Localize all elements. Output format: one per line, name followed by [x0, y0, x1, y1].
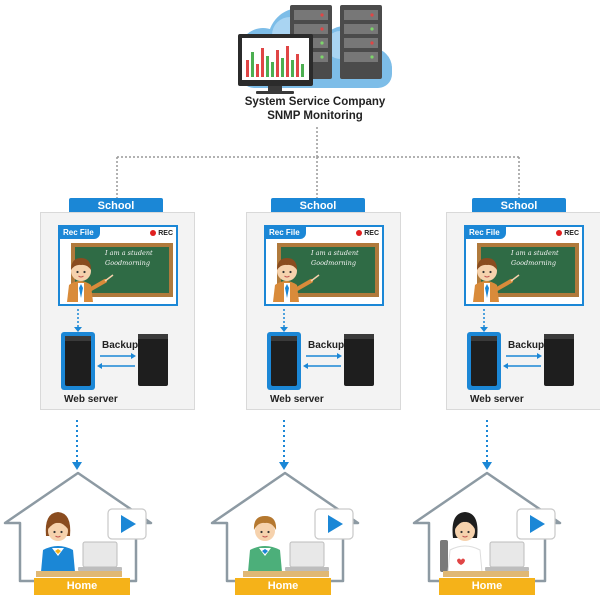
web-server-label: Web server — [470, 394, 524, 405]
school-panel: Rec File REC I am a student — [446, 212, 600, 410]
web-server-label: Web server — [270, 394, 324, 405]
company-label: System Service Company SNMP Monitoring — [215, 95, 415, 123]
video-play-icon — [107, 508, 147, 540]
rec-file-title: Rec File — [466, 227, 506, 239]
student-girl-icon — [41, 512, 75, 572]
arrow-down-icon — [482, 462, 492, 470]
rec-file-window: Rec File REC I am a student — [464, 225, 584, 306]
school-panel: Rec File REC I am a student — [246, 212, 401, 410]
desk — [443, 571, 529, 577]
board-line-2: Goodmorning — [311, 259, 356, 267]
teacher-icon — [67, 258, 114, 302]
school-tab: School — [472, 198, 566, 215]
rec-indicator: REC — [356, 229, 379, 238]
laptop-icon — [78, 541, 122, 571]
rec-dot-icon — [150, 230, 157, 236]
monitoring-connector — [116, 127, 520, 198]
board-line-2: Goodmorning — [105, 259, 150, 267]
desk — [36, 571, 122, 577]
web-server-label: Web server — [64, 394, 118, 405]
video-play-icon — [314, 508, 354, 540]
backup-flow — [267, 309, 374, 390]
board-text: I am a student Goodmorning — [311, 248, 359, 268]
rec-file-title: Rec File — [266, 227, 306, 239]
board-line-2: Goodmorning — [511, 259, 556, 267]
student-girl-icon — [447, 512, 483, 573]
backup-flow — [61, 309, 168, 390]
school-tab: School — [271, 198, 365, 215]
classroom-scene — [473, 243, 579, 302]
web-server-nas-icon — [267, 332, 301, 390]
home-tab: Home — [34, 578, 130, 595]
school-home-arrows — [76, 420, 488, 462]
teacher-icon — [473, 258, 520, 302]
backup-nas-icon — [544, 334, 574, 386]
rec-badge-label: REC — [158, 230, 173, 237]
rec-badge-label: REC — [364, 230, 379, 237]
rec-dot-icon — [356, 230, 363, 236]
backup-label: Backup — [508, 340, 545, 351]
rec-indicator: REC — [556, 229, 579, 238]
monitoring-label: SNMP Monitoring — [267, 110, 363, 122]
backup-label: Backup — [308, 340, 345, 351]
rec-file-window: Rec File REC I am a student — [264, 225, 384, 306]
monitor-chart-icon — [238, 34, 313, 94]
student-boy-icon — [248, 516, 282, 572]
classroom-scene — [67, 243, 173, 302]
web-server-nas-icon — [61, 332, 95, 390]
school-tab: School — [69, 198, 163, 215]
board-line-1: I am a student — [311, 249, 359, 257]
laptop-icon — [285, 541, 329, 571]
laptop-icon — [485, 541, 529, 571]
board-line-1: I am a student — [511, 249, 559, 257]
web-server-nas-icon — [467, 332, 501, 390]
teacher-icon — [273, 258, 320, 302]
classroom-scene — [273, 243, 379, 302]
desk — [243, 571, 329, 577]
board-text: I am a student Goodmorning — [105, 248, 153, 268]
arrow-down-icon — [72, 462, 82, 470]
backup-label: Backup — [102, 340, 139, 351]
rec-indicator: REC — [150, 229, 173, 238]
board-text: I am a student Goodmorning — [511, 248, 559, 268]
home-tab: Home — [439, 578, 535, 595]
rec-file-window: Rec File REC I am a student — [58, 225, 178, 306]
home-tab: Home — [235, 578, 331, 595]
backup-flow — [467, 309, 574, 390]
chair-icon — [440, 540, 448, 572]
rec-file-title: Rec File — [60, 227, 100, 239]
rec-dot-icon — [556, 230, 563, 236]
backup-nas-icon — [138, 334, 168, 386]
video-play-icon — [516, 508, 556, 540]
backup-nas-icon — [344, 334, 374, 386]
school-panel: Rec File REC I am a student — [40, 212, 195, 410]
company-name: System Service Company — [244, 96, 386, 108]
arrow-down-icon — [279, 462, 289, 470]
rec-badge-label: REC — [564, 230, 579, 237]
board-line-1: I am a student — [105, 249, 153, 257]
